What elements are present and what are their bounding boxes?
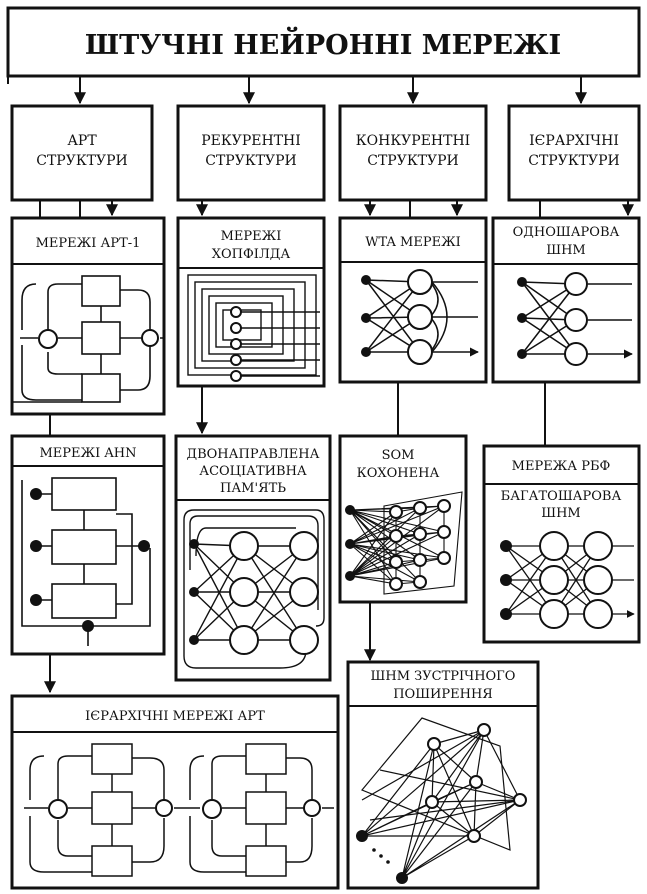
category-recurrent-line2: СТРУКТУРИ (205, 153, 297, 169)
category-art-line2: СТРУКТУРИ (36, 153, 128, 169)
counter-label-line2: ПОШИРЕННЯ (393, 687, 493, 702)
category-art: АРТ СТРУКТУРИ (10, 104, 154, 202)
single-layer-label-line2: ШНМ (546, 243, 585, 258)
category-recurrent: РЕКУРЕНТНІ СТРУКТУРИ (176, 104, 326, 202)
rbf-network: МЕРЕЖА РБФ БАГАТОШАРОВА ШНМ (482, 444, 639, 644)
wta-network: WTA МЕРЕЖІ (338, 216, 488, 384)
ahn-schematic (21, 477, 151, 646)
category-hierarchical-line1: ІЄРАРХІЧНІ (529, 133, 619, 149)
art1-schematic (12, 275, 164, 403)
hierarchical-art-network: ІЄРАРХІЧНІ МЕРЕЖІ АРТ (10, 694, 340, 890)
counter-propagation-network: ШНМ ЗУСТРІЧНОГО ПОШИРЕННЯ (346, 660, 540, 890)
som-label-line2: КОХОНЕНА (357, 466, 440, 481)
hier-art-schematic (24, 743, 334, 877)
diagram-title: ШТУЧНІ НЕЙРОННІ МЕРЕЖІ (85, 26, 561, 61)
title-box (6, 6, 641, 78)
bam-label-line2: АСОЦІАТИВНА (199, 464, 307, 479)
category-recurrent-line1: РЕКУРЕНТНІ (201, 133, 301, 149)
multi-layer-label-line2: ШНМ (541, 506, 580, 521)
som-network: SOM КОХОНЕНА (338, 434, 468, 604)
ahn-label: МЕРЕЖІ AHN (39, 446, 136, 461)
ahn-network: МЕРЕЖІ AHN (10, 434, 166, 656)
hopfield-label-line2: ХОПФІЛДА (212, 247, 291, 262)
bam-schematic (183, 509, 325, 669)
single-layer-schematic (517, 272, 632, 366)
art1-network: МЕРЕЖІ АРТ-1 (10, 216, 166, 416)
som-label-line1: SOM (382, 448, 415, 463)
single-layer-network: ОДНОШАРОВА ШНМ (491, 216, 639, 384)
hopfield-schematic (187, 274, 320, 382)
category-competitive: КОНКУРЕНТНІ СТРУКТУРИ (338, 104, 488, 202)
counter-label-line1: ШНМ ЗУСТРІЧНОГО (371, 669, 516, 684)
hier-art-label: ІЄРАРХІЧНІ МЕРЕЖІ АРТ (85, 709, 265, 724)
multi-layer-label-line1: БАГАТОШАРОВА (501, 489, 622, 504)
art1-label: МЕРЕЖІ АРТ-1 (36, 236, 141, 251)
som-schematic (345, 491, 463, 595)
category-hierarchical: ІЄРАРХІЧНІ СТРУКТУРИ (507, 104, 641, 202)
bam-network: ДВОНАПРАВЛЕНА АСОЦІАТИВНА ПАМ'ЯТЬ (174, 434, 332, 682)
counter-schematic (356, 717, 527, 884)
wta-label: WTA МЕРЕЖІ (365, 235, 461, 250)
single-layer-label-line1: ОДНОШАРОВА (513, 225, 620, 240)
category-art-line1: АРТ (67, 133, 97, 149)
bam-label-line3: ПАМ'ЯТЬ (220, 481, 286, 496)
category-hierarchical-line2: СТРУКТУРИ (528, 153, 620, 169)
hopfield-label-line1: МЕРЕЖІ (221, 229, 282, 244)
bam-label-line1: ДВОНАПРАВЛЕНА (187, 447, 320, 462)
multi-layer-schematic (500, 531, 634, 629)
wta-schematic (361, 269, 478, 365)
category-competitive-line1: КОНКУРЕНТНІ (356, 133, 470, 149)
category-competitive-line2: СТРУКТУРИ (367, 153, 459, 169)
hopfield-network: МЕРЕЖІ ХОПФІЛДА (176, 216, 326, 388)
rbf-label: МЕРЕЖА РБФ (512, 459, 611, 474)
